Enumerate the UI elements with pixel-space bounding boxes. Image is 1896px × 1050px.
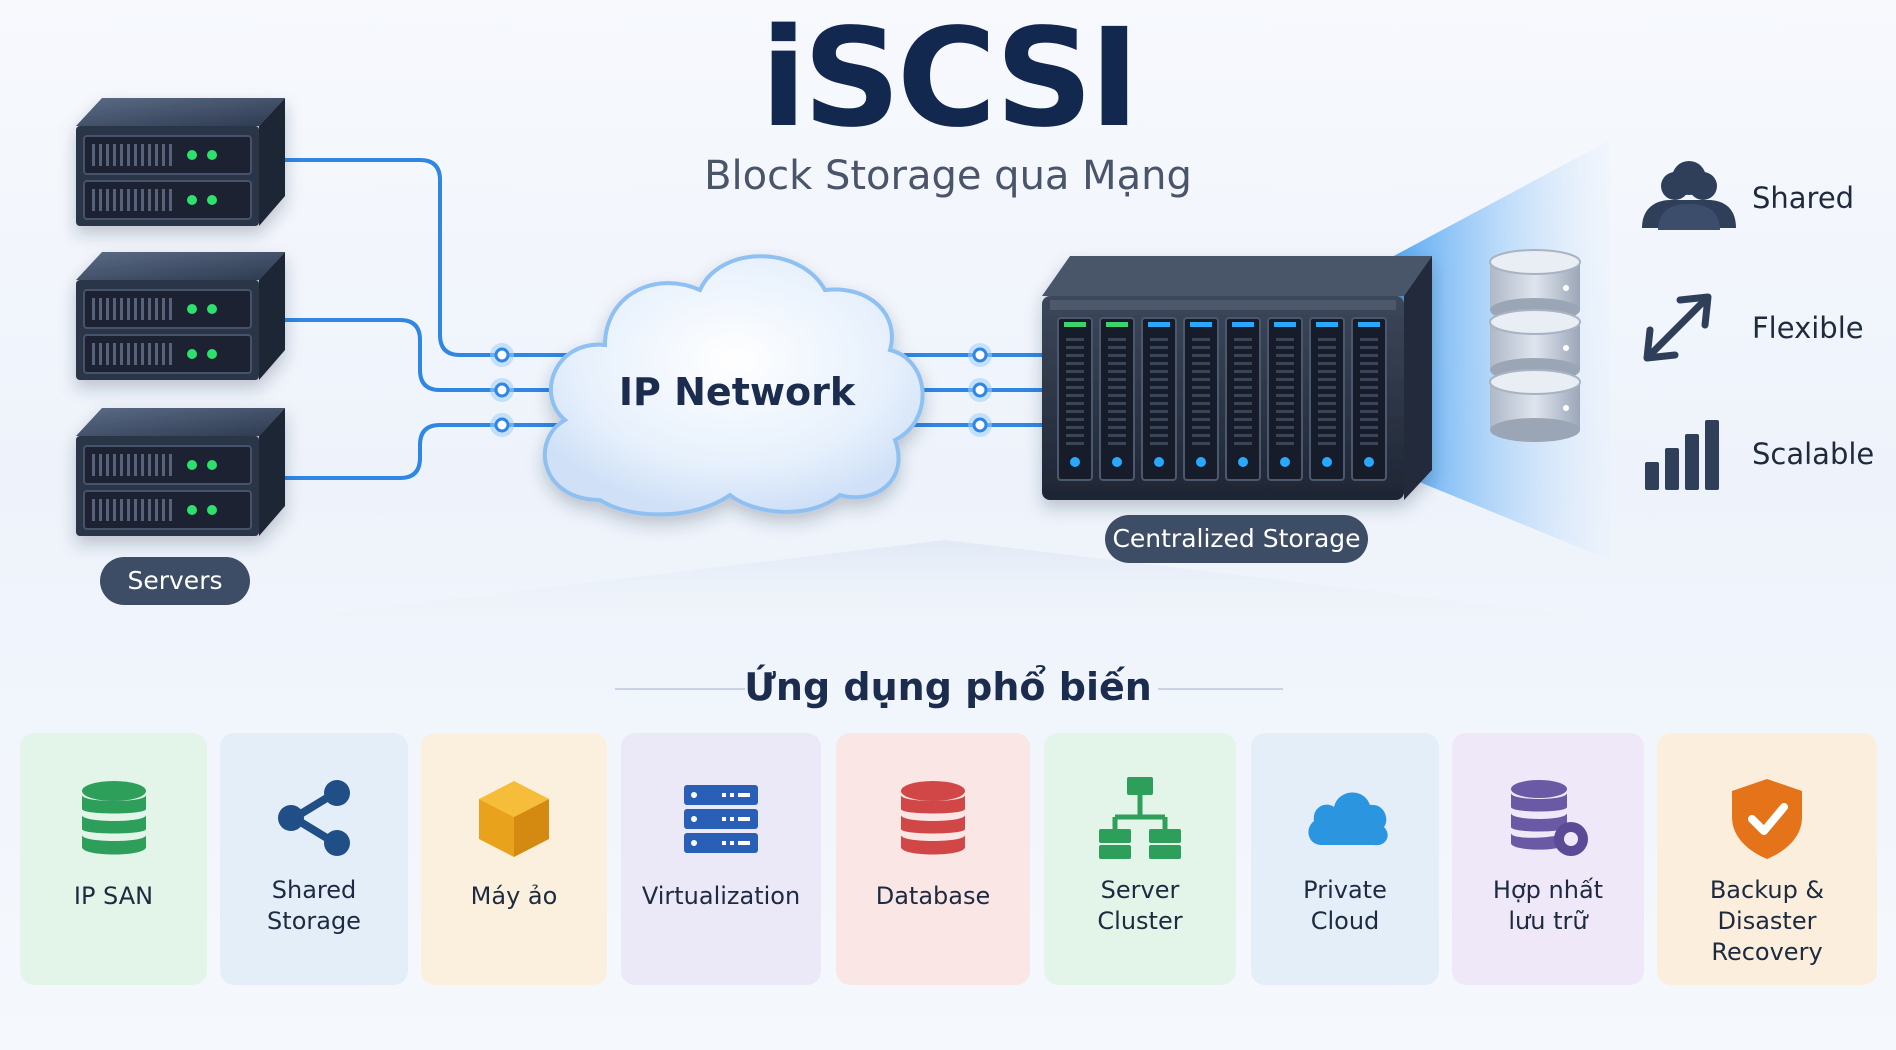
cloud-icon	[1300, 773, 1390, 863]
ip-network-label: IP Network	[618, 370, 856, 414]
section-rule-left	[615, 688, 745, 690]
use-case-card: Máy ảo	[421, 733, 607, 985]
shield-check-icon	[1722, 773, 1812, 863]
drive-bay	[1309, 317, 1345, 481]
server-icon	[76, 408, 285, 536]
use-case-label: Máy ảo	[425, 881, 603, 912]
use-case-label-line: Server	[1100, 876, 1180, 904]
server-stack-icon	[676, 773, 766, 863]
use-case-label-line: Virtualization	[641, 882, 801, 910]
ip-network-cloud	[542, 254, 925, 517]
feature-flexible: Flexible	[1640, 294, 1880, 364]
drive-bay	[1225, 317, 1261, 481]
use-case-label: Hợp nhất lưu trữ	[1456, 875, 1640, 937]
feature-scalable: Scalable	[1640, 420, 1880, 490]
server-icon	[76, 98, 285, 226]
section-title: Ứng dụng phổ biến	[744, 665, 1152, 709]
network-link	[283, 318, 562, 392]
use-case-label: Virtualization	[625, 881, 817, 912]
expand-arrows-icon	[1643, 293, 1712, 362]
page-title: iSCSI	[760, 0, 1139, 158]
use-case-card: Backup & Disaster Recovery	[1657, 733, 1877, 985]
feature-label: Flexible	[1752, 311, 1864, 345]
network-link	[283, 423, 577, 480]
feature-label: Scalable	[1752, 437, 1875, 471]
bar-chart-icon	[1645, 420, 1719, 490]
link-node	[968, 413, 992, 437]
database-gear-icon	[1503, 773, 1593, 863]
use-case-label-line: lưu trữ	[1508, 907, 1588, 935]
disk-stack-icon	[1489, 249, 1581, 442]
use-case-card: Database	[836, 733, 1030, 985]
servers-label: Servers	[100, 557, 250, 605]
link-nodes	[490, 343, 992, 437]
share-icon	[269, 773, 359, 863]
use-case-card: IP SAN	[20, 733, 207, 985]
drive-bay	[1099, 317, 1135, 481]
use-case-label-line: Database	[875, 882, 991, 910]
page-subtitle: Block Storage qua Mạng	[704, 153, 1192, 199]
storage-label: Centralized Storage	[1105, 515, 1368, 563]
use-case-label-line: Disaster Recovery	[1711, 907, 1823, 966]
drive-bay	[1183, 317, 1219, 481]
server-group	[76, 98, 285, 536]
users-icon	[1642, 161, 1736, 230]
server-icon	[76, 252, 285, 380]
use-case-label-line: Shared	[271, 876, 357, 904]
use-case-label: IP SAN	[24, 881, 203, 912]
use-case-label-line: Máy ảo	[470, 882, 558, 910]
link-node	[490, 378, 514, 402]
feature-label: Shared	[1752, 181, 1855, 215]
link-node	[490, 343, 514, 367]
feature-shared: Shared	[1640, 164, 1880, 234]
link-node	[490, 413, 514, 437]
cube-icon	[469, 773, 559, 863]
use-case-card: Virtualization	[621, 733, 821, 985]
use-case-label-line: Cloud	[1310, 907, 1380, 935]
drive-bay	[1057, 317, 1093, 481]
drive-bay	[1267, 317, 1303, 481]
use-case-label-line: Backup &	[1709, 876, 1825, 904]
use-case-label: Backup & Disaster Recovery	[1661, 875, 1873, 968]
database-icon	[888, 773, 978, 863]
network-link	[283, 158, 582, 357]
link-node	[968, 378, 992, 402]
link-node	[968, 343, 992, 367]
drive-bay	[1351, 317, 1387, 481]
use-case-label-line: Cluster	[1097, 907, 1183, 935]
use-case-label: Database	[840, 881, 1026, 912]
use-case-label-line: IP SAN	[73, 882, 154, 910]
use-case-label-line: Storage	[267, 907, 361, 935]
use-case-card: Hợp nhất lưu trữ	[1452, 733, 1644, 985]
drive-bay	[1141, 317, 1177, 481]
section-backdrop	[110, 540, 1780, 640]
use-case-label-line: Private	[1303, 876, 1387, 904]
use-case-label-line: Hợp nhất	[1492, 876, 1604, 904]
network-tree-icon	[1095, 773, 1185, 863]
database-icon	[69, 773, 159, 863]
storage-array	[1042, 256, 1432, 500]
section-rule-right	[1158, 688, 1283, 690]
